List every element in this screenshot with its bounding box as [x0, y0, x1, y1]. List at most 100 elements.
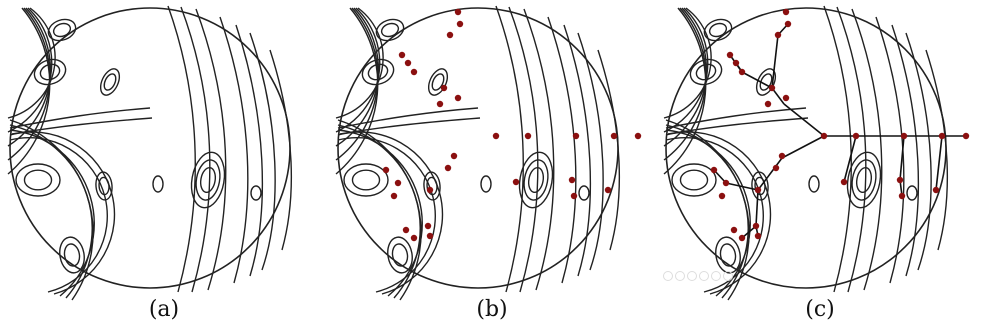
- caption-b: (b): [476, 297, 508, 322]
- nested-oval: [719, 243, 737, 267]
- lower-left-arc: [9, 137, 108, 293]
- region-dot: [754, 186, 762, 194]
- lower-left-arc: [337, 129, 423, 297]
- zoom-in-icon: [675, 271, 685, 281]
- divider-arc: [667, 117, 809, 135]
- region-dots: [710, 8, 970, 242]
- region-dot: [410, 68, 418, 76]
- nested-oval: [423, 171, 441, 201]
- region-dot: [426, 186, 434, 194]
- long-arc: [508, 6, 539, 293]
- region-dot: [732, 59, 740, 67]
- nested-oval: [351, 169, 381, 191]
- region-dot: [570, 192, 578, 200]
- long-arc: [547, 16, 577, 284]
- upper-left-arc: [663, 7, 712, 119]
- nested-oval: [23, 169, 53, 191]
- nested-oval: [63, 243, 81, 267]
- region-dot: [962, 132, 970, 140]
- region-dot: [738, 68, 746, 76]
- nested-oval: [387, 236, 413, 274]
- nested-oval: [518, 151, 554, 209]
- nested-oval: [380, 22, 400, 38]
- tree-edge: [725, 182, 759, 191]
- nested-oval: [190, 151, 226, 209]
- rotate-icon: [687, 271, 697, 281]
- nested-oval: [195, 159, 221, 201]
- nested-oval: [906, 185, 918, 201]
- nested-oval: [846, 151, 882, 209]
- nested-oval: [250, 185, 262, 201]
- region-dot: [730, 226, 738, 234]
- nested-oval: [851, 159, 877, 201]
- region-dot: [768, 84, 776, 92]
- long-arc: [563, 24, 592, 277]
- region-dot: [444, 164, 452, 172]
- tree-edge: [771, 87, 785, 105]
- lower-left-arc: [665, 129, 751, 297]
- region-dot: [512, 178, 520, 186]
- region-dot: [610, 132, 618, 140]
- upper-left-arc: [7, 7, 51, 175]
- tree-edge: [755, 189, 759, 227]
- long-arc: [235, 24, 264, 277]
- zoom-out-icon: [663, 271, 673, 281]
- divider-arc: [337, 107, 479, 129]
- region-dot: [568, 176, 576, 184]
- region-dot: [900, 132, 908, 140]
- region-dot: [738, 234, 746, 242]
- divider-arc: [11, 117, 153, 135]
- divider-arc: [9, 107, 151, 129]
- long-arc: [180, 6, 211, 293]
- long-arc: [836, 6, 867, 293]
- diagram-b: [335, 5, 642, 301]
- nested-oval: [808, 175, 820, 193]
- region-dot: [440, 84, 448, 92]
- tree-edge: [771, 34, 779, 89]
- nested-oval: [391, 243, 409, 267]
- nested-oval: [99, 68, 121, 96]
- region-dot: [840, 178, 848, 186]
- long-arc: [905, 32, 932, 271]
- tree-edge: [741, 71, 773, 89]
- disk-boundary: [665, 7, 947, 289]
- region-dot: [718, 192, 726, 200]
- region-dot: [938, 132, 946, 140]
- panel-a: (a): [0, 0, 328, 328]
- nested-oval: [33, 58, 67, 86]
- nested-oval: [751, 171, 769, 201]
- divider-arc: [339, 117, 481, 135]
- lower-left-arc: [665, 137, 764, 293]
- region-dot: [454, 94, 462, 102]
- long-arc: [523, 8, 555, 291]
- nested-oval: [671, 163, 717, 197]
- nested-oval: [39, 63, 61, 81]
- curve-group: [7, 5, 293, 301]
- nested-oval: [480, 175, 492, 193]
- nested-oval: [95, 171, 113, 201]
- region-dot: [394, 179, 402, 187]
- tree-edge: [899, 135, 905, 181]
- upper-left-arc: [335, 7, 384, 119]
- region-dot: [782, 8, 790, 16]
- nested-oval: [98, 176, 110, 196]
- upper-left-arc: [663, 7, 707, 175]
- panel-b: (b): [328, 0, 656, 328]
- disk-boundary: [337, 7, 619, 289]
- curve-group: [335, 5, 621, 301]
- caption-c: (c): [805, 297, 835, 322]
- region-dot: [774, 31, 782, 39]
- minus-icon: [723, 271, 733, 281]
- region-dot: [778, 152, 786, 160]
- long-arc: [577, 32, 604, 271]
- search-icon: [711, 271, 721, 281]
- nested-oval: [367, 63, 389, 81]
- region-dot: [932, 186, 940, 194]
- upper-left-arc: [7, 7, 56, 119]
- viewer-toolbar: [663, 271, 733, 281]
- nested-oval: [199, 166, 217, 194]
- nested-oval: [431, 73, 445, 91]
- tree-edge: [757, 157, 783, 191]
- region-dot: [446, 31, 454, 39]
- nested-oval: [103, 73, 117, 91]
